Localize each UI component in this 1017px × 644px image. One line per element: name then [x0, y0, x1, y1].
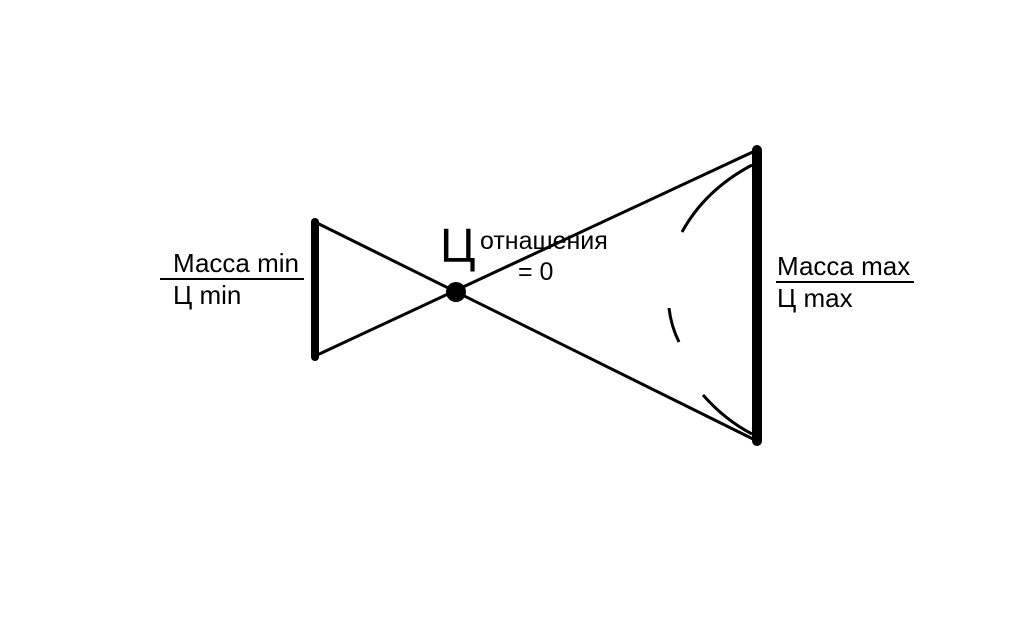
- center-subscript: отнашения: [480, 227, 608, 255]
- right-numerator: Масса max: [777, 251, 910, 281]
- arc-segment-bottom: [701, 394, 753, 436]
- center-symbol: Ц: [440, 220, 476, 273]
- right-denominator: Ц max: [777, 283, 853, 313]
- center-value: = 0: [518, 258, 553, 286]
- arc-segment-top: [680, 163, 753, 233]
- lower-lever-line: [314, 148, 758, 358]
- left-numerator: Масса min: [173, 248, 299, 278]
- pivot-point: [446, 282, 466, 302]
- left-denominator: Ц min: [173, 280, 241, 310]
- upper-lever-line: [314, 220, 758, 443]
- arc-segment-middle: [667, 307, 681, 343]
